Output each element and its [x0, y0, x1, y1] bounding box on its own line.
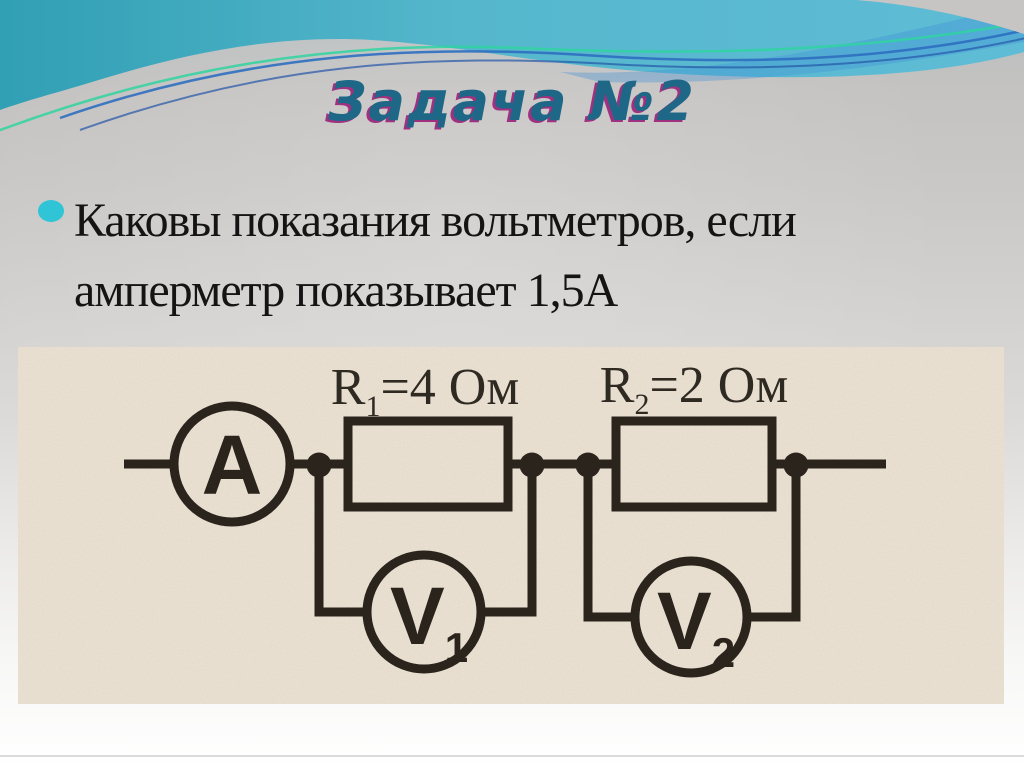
- ammeter-label: A: [202, 418, 263, 512]
- bullet-text-line-2: амперметр показывает 1,5А: [74, 264, 618, 317]
- resistor-1-value: =4 Ом: [380, 359, 519, 416]
- bottom-divider: [0, 755, 1024, 757]
- junction-dot-1: [306, 452, 332, 478]
- bullet-text-line-1: Каковы показания вольтметров, если: [74, 194, 797, 247]
- header-wave-decoration: [0, 0, 1024, 132]
- wire-v2-left: [583, 464, 636, 622]
- accent-line-blue: [59, 29, 1024, 120]
- resistor-2-value: =2 Ом: [649, 357, 788, 414]
- junction-dot-4: [783, 452, 809, 478]
- circuit-diagram: A R1=4 Ом R2=2 Ом V1 V2: [18, 347, 1004, 704]
- voltmeter-1-letter: V: [390, 571, 445, 662]
- wire-v2-right: [746, 465, 801, 622]
- voltmeter-1-branch: V1: [314, 464, 537, 674]
- resistor-1-label: R1=4 Ом: [331, 359, 519, 423]
- bullet-paragraph: Каковы показания вольтметров, если ампер…: [36, 186, 1004, 326]
- resistor-2-subscript: 2: [634, 388, 649, 421]
- resistor-1-box: [343, 416, 513, 512]
- resistor-2-label: R2=2 Ом: [600, 357, 788, 421]
- resistor-1-subscript: 1: [365, 390, 380, 423]
- gray-corner-wedge: [856, 0, 1024, 34]
- circuit-svg: A R1=4 Ом R2=2 Ом V1 V2: [18, 347, 1004, 704]
- teal-wave-shape: [0, 0, 1024, 110]
- junction-dot-2: [519, 452, 545, 478]
- resistor-2-symbol: R: [600, 357, 635, 414]
- accent-line-green: [0, 21, 1024, 132]
- voltmeter-2-letter: V: [657, 576, 712, 667]
- voltmeter-2-branch: V2: [583, 464, 801, 678]
- junction-dot-3: [575, 452, 601, 478]
- resistor-2-box: [611, 416, 777, 512]
- voltmeter-1-label: V1: [390, 571, 468, 671]
- voltmeter-2-subscript: 2: [712, 629, 735, 676]
- wire-v1-left: [314, 464, 368, 617]
- voltmeter-2-label: V2: [657, 576, 735, 676]
- voltmeter-1-subscript: 1: [445, 624, 468, 671]
- slide-title: Задача №2: [328, 70, 696, 133]
- paper-texture: [18, 347, 1004, 704]
- accent-line-blue-2: [79, 37, 1024, 131]
- ammeter-symbol: A: [169, 401, 295, 527]
- bullet-icon: [38, 200, 64, 222]
- resistor-1-symbol: R: [331, 359, 366, 416]
- wire-v1-right: [480, 465, 537, 617]
